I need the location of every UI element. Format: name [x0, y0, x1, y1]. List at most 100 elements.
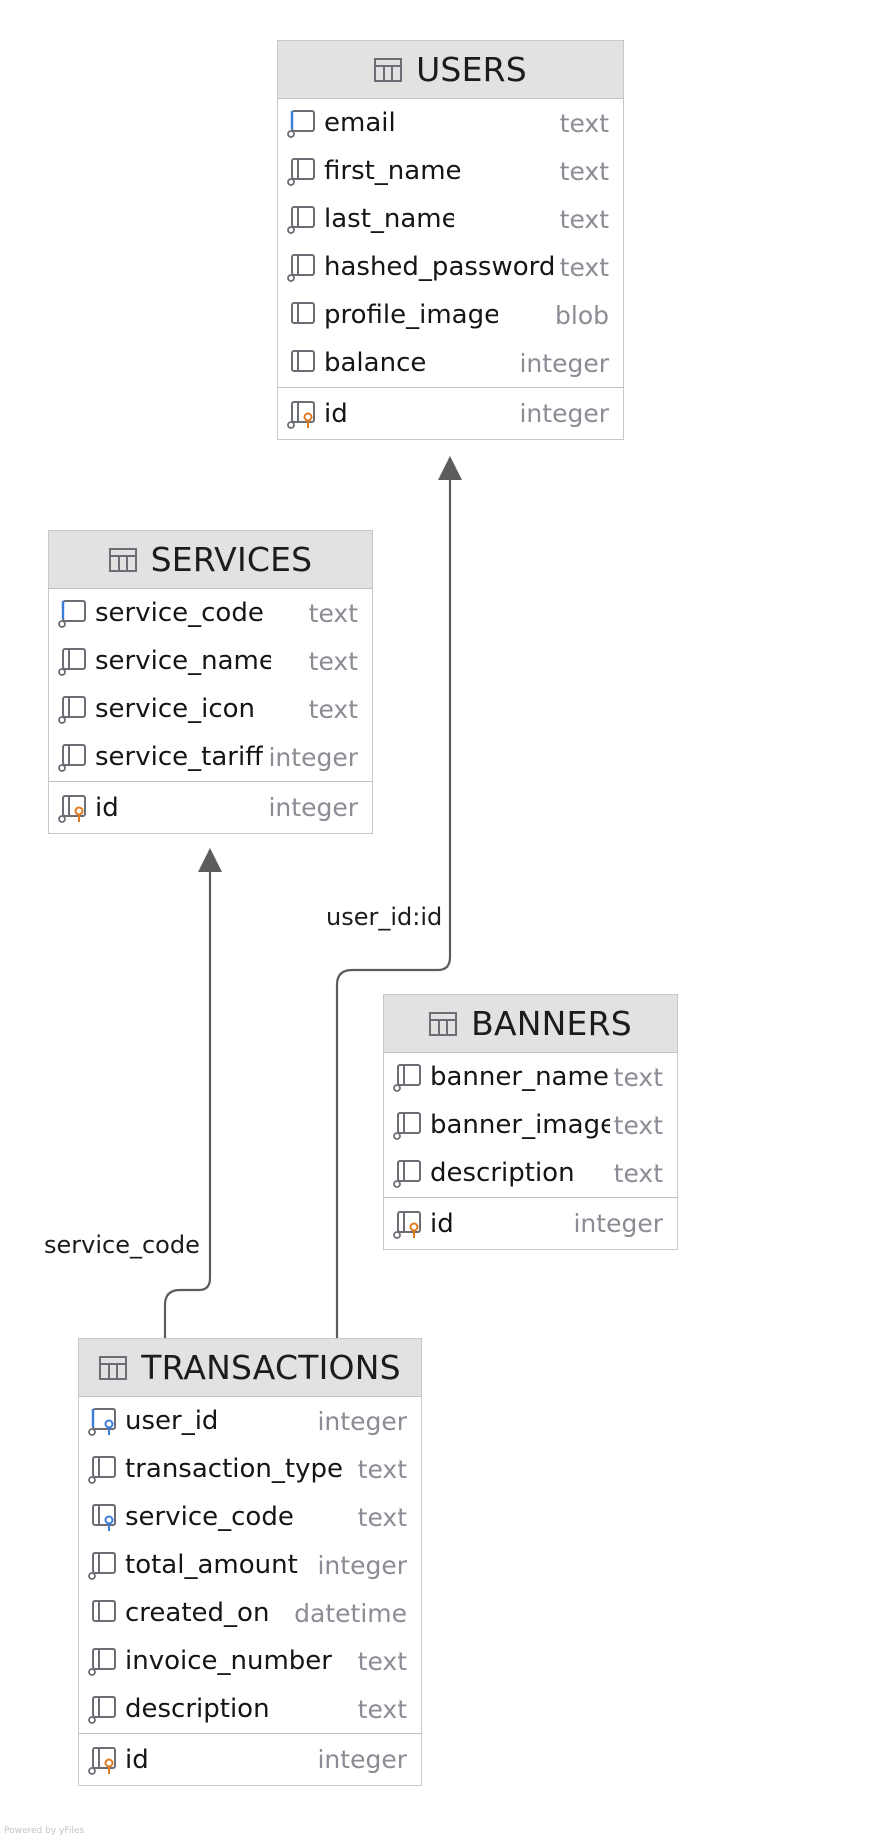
column-name: email	[324, 108, 396, 138]
column-name: service_icon	[95, 694, 255, 724]
column-type: text	[613, 1110, 663, 1140]
column-type: text	[559, 204, 609, 234]
column-name: user_id	[125, 1406, 219, 1436]
table-header: SERVICES	[49, 531, 372, 589]
primary-key-row[interactable]: id integer	[278, 387, 623, 439]
foreign-key-icon	[87, 1502, 117, 1532]
column-row[interactable]: service_icon text	[49, 685, 372, 733]
column-type: text	[357, 1502, 407, 1532]
column-name: banner_image	[430, 1110, 610, 1140]
table-users[interactable]: USERS email text first_name text last_na…	[277, 40, 624, 440]
column-nullable-icon	[87, 1454, 117, 1484]
table-icon	[374, 57, 403, 82]
column-row[interactable]: total_amount integer	[79, 1541, 421, 1589]
column-type: integer	[268, 793, 358, 822]
column-row[interactable]: email text	[278, 99, 623, 147]
table-banners[interactable]: BANNERS banner_name text banner_image te…	[383, 994, 678, 1250]
column-type: integer	[519, 348, 609, 378]
column-row[interactable]: first_name text	[278, 147, 623, 195]
column-name: service_code	[125, 1502, 294, 1532]
column-type: blob	[555, 300, 609, 330]
column-type: text	[357, 1454, 407, 1484]
column-type: text	[308, 694, 358, 724]
column-type: integer	[573, 1209, 663, 1238]
column-nullable-icon	[286, 156, 316, 186]
column-row[interactable]: last_name text	[278, 195, 623, 243]
table-services[interactable]: SERVICES service_code text service_name …	[48, 530, 373, 834]
column-row[interactable]: description text	[79, 1685, 421, 1733]
column-type: text	[559, 108, 609, 138]
column-type: text	[613, 1158, 663, 1188]
column-name: description	[430, 1158, 575, 1188]
column-nullable-icon	[392, 1158, 422, 1188]
table-icon	[108, 547, 137, 572]
column-type: text	[559, 156, 609, 186]
primary-key-row[interactable]: id integer	[79, 1733, 421, 1785]
column-nullable-icon	[286, 204, 316, 234]
column-name: hashed_password	[324, 252, 556, 282]
column-name: id	[324, 398, 348, 429]
column-name: last_name	[324, 204, 454, 234]
column-row[interactable]: balance integer	[278, 339, 623, 387]
arrow-users	[438, 456, 462, 480]
table-icon	[99, 1355, 128, 1380]
column-nullable-icon	[87, 1550, 117, 1580]
column-row[interactable]: service_name text	[49, 637, 372, 685]
column-nullable-icon	[392, 1062, 422, 1092]
primary-key-row[interactable]: id integer	[384, 1197, 677, 1249]
column-row[interactable]: user_id integer	[79, 1397, 421, 1445]
table-title: SERVICES	[150, 540, 313, 579]
column-name: id	[95, 792, 119, 823]
column-name: id	[430, 1208, 454, 1239]
column-row[interactable]: invoice_number text	[79, 1637, 421, 1685]
column-type: text	[613, 1062, 663, 1092]
primary-key-row[interactable]: id integer	[49, 781, 372, 833]
column-type: text	[559, 252, 609, 282]
column-icon	[87, 1598, 117, 1628]
table-transactions[interactable]: TRANSACTIONS user_id integer transaction…	[78, 1338, 422, 1786]
column-row[interactable]: hashed_password text	[278, 243, 623, 291]
edge-transactions-services[interactable]	[163, 870, 212, 1338]
table-header: USERS	[278, 41, 623, 99]
column-name: first_name	[324, 156, 462, 186]
column-row[interactable]: description text	[384, 1149, 677, 1197]
column-type: text	[308, 598, 358, 628]
column-row[interactable]: transaction_type text	[79, 1445, 421, 1493]
table-icon	[429, 1011, 458, 1036]
column-type: text	[308, 646, 358, 676]
arrow-services	[198, 848, 222, 872]
column-unique-icon	[57, 598, 87, 628]
column-type: text	[357, 1694, 407, 1724]
column-name: transaction_type	[125, 1454, 343, 1484]
primary-key-icon	[87, 1745, 117, 1775]
column-name: banner_name	[430, 1062, 608, 1092]
column-row[interactable]: banner_name text	[384, 1053, 677, 1101]
primary-key-icon	[286, 399, 316, 429]
column-type: integer	[317, 1745, 407, 1774]
column-row[interactable]: service_tariff integer	[49, 733, 372, 781]
primary-key-icon	[57, 793, 87, 823]
column-row[interactable]: service_code text	[79, 1493, 421, 1541]
column-name: invoice_number	[125, 1646, 332, 1676]
column-unique-icon	[286, 108, 316, 138]
column-nullable-icon	[286, 252, 316, 282]
column-name: service_tariff	[95, 742, 263, 772]
column-row[interactable]: created_on datetime	[79, 1589, 421, 1637]
column-name: id	[125, 1744, 149, 1775]
column-row[interactable]: banner_image text	[384, 1101, 677, 1149]
column-row[interactable]: profile_image blob	[278, 291, 623, 339]
column-nullable-icon	[57, 694, 87, 724]
column-type: integer	[317, 1406, 407, 1436]
column-name: balance	[324, 348, 427, 378]
column-row[interactable]: service_code text	[49, 589, 372, 637]
column-name: total_amount	[125, 1550, 298, 1580]
column-type: integer	[268, 742, 358, 772]
primary-key-icon	[392, 1209, 422, 1239]
column-name: profile_image	[324, 300, 498, 330]
edge-transactions-users[interactable]	[335, 478, 452, 1338]
foreign-key-unique-icon	[87, 1406, 117, 1436]
column-icon	[286, 348, 316, 378]
column-nullable-icon	[57, 742, 87, 772]
column-type: datetime	[294, 1598, 407, 1628]
